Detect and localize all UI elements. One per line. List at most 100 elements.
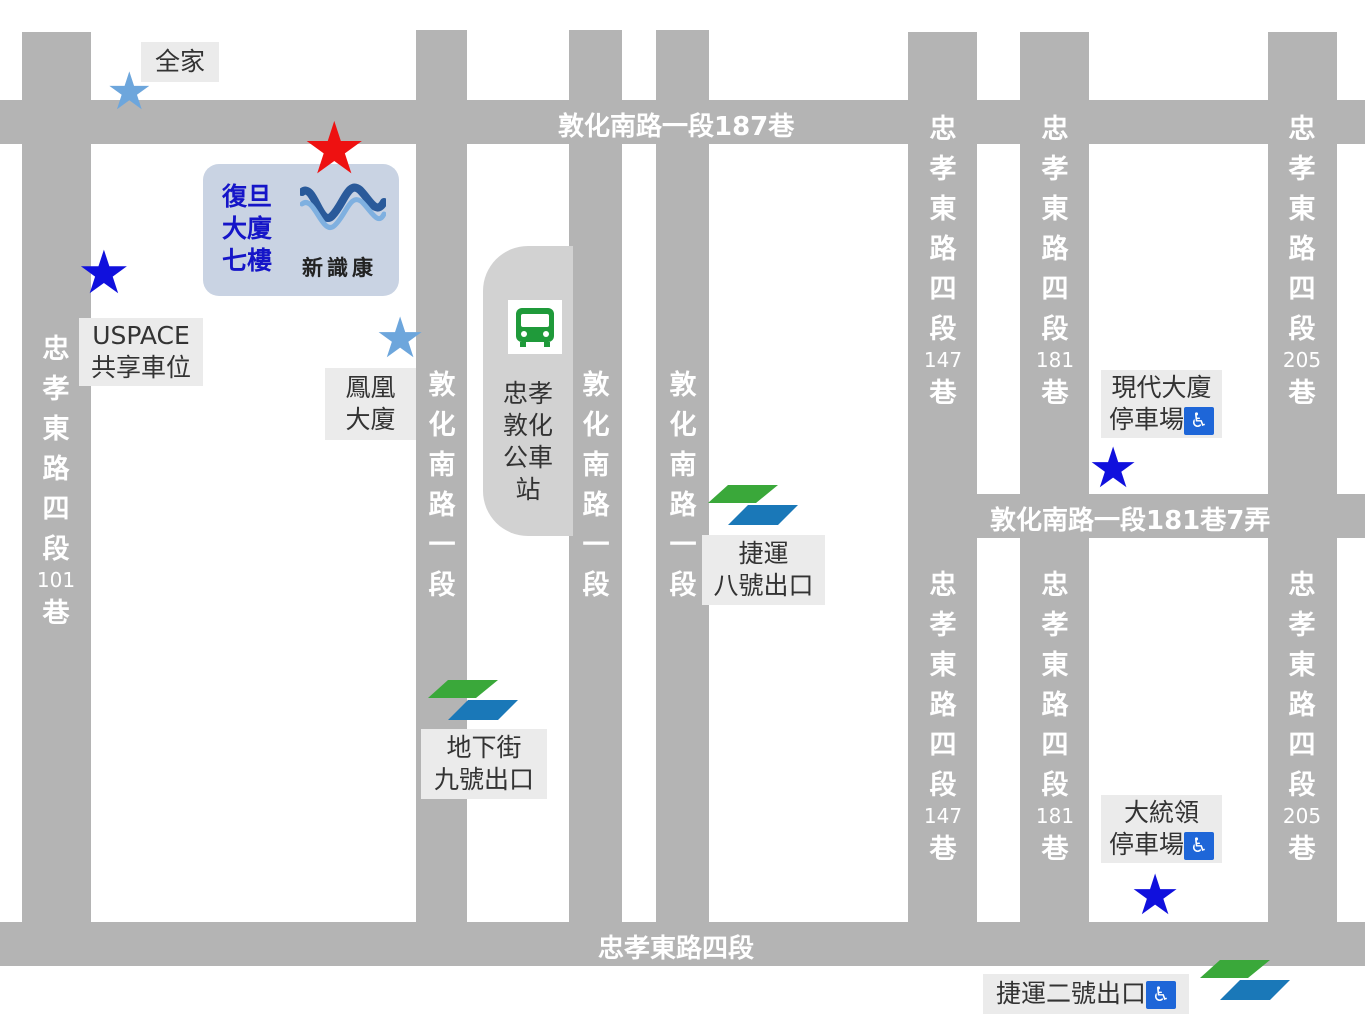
accessible-icon: ♿ (1184, 832, 1214, 860)
road-label-char: 敦 (428, 370, 456, 401)
company-name: 新識康 (302, 256, 377, 280)
lane-suffix: 巷 (929, 378, 957, 409)
road-label-char: 忠 (1041, 114, 1069, 145)
mrt-exit2-logo-icon (1200, 960, 1290, 1000)
lane-number: 101 (36, 568, 76, 592)
road-label-char: 忠 (929, 114, 957, 145)
road-label-char: 南 (669, 450, 697, 481)
bus-station-label: 忠孝 敦化 公車 站 (502, 379, 553, 504)
road-label-char: 東 (1288, 194, 1316, 225)
road-label-char: 敦 (582, 370, 610, 401)
road-label-zhongxiao-sec4: 忠孝東路四段 (598, 934, 755, 964)
road-label-char: 路 (929, 690, 957, 721)
lane-number: 205 (1282, 348, 1322, 372)
mrt-exit2-label: 捷運二號出口♿ (983, 974, 1189, 1014)
road-label-char: 一 (669, 530, 697, 561)
road-label-char: 路 (929, 234, 957, 265)
road-dunhua-2 (569, 30, 622, 966)
road-label-char: 化 (582, 410, 610, 441)
road-label-char: 段 (1041, 770, 1069, 801)
road-label-char: 路 (428, 490, 456, 521)
road-label-char: 忠 (1288, 114, 1316, 145)
lane-suffix: 巷 (1288, 834, 1316, 865)
road-label-dunhua-1: 敦化南路一段 (419, 366, 465, 606)
road-label-char: 忠 (42, 334, 70, 365)
road-label-char: 南 (582, 450, 610, 481)
lane-number: 181 (1035, 348, 1075, 372)
modern-parking-star-icon: ★ (1088, 436, 1139, 501)
company-logo-icon (300, 183, 386, 231)
road-label-char: 孝 (929, 154, 957, 185)
road-label-char: 段 (1288, 314, 1316, 345)
road-lane-181 (1020, 32, 1089, 966)
lane-suffix: 巷 (1041, 834, 1069, 865)
bus-icon (516, 308, 554, 347)
road-label-char: 化 (428, 410, 456, 441)
destination-star-icon: ★ (302, 106, 367, 190)
uspace-star-icon: ★ (77, 238, 131, 308)
road-label-char: 路 (42, 454, 70, 485)
phoenix-star-icon: ★ (375, 306, 426, 371)
road-label-char: 東 (1041, 650, 1069, 681)
lane-suffix: 巷 (929, 834, 957, 865)
road-lane-147 (908, 32, 977, 966)
destination-card (203, 164, 399, 296)
bus-station-area (483, 246, 573, 536)
road-label-char: 忠 (1288, 570, 1316, 601)
president-parking-star-icon: ★ (1130, 863, 1181, 928)
lane-number: 205 (1282, 804, 1322, 828)
underground-exit9-label: 地下街 九號出口 (421, 729, 547, 799)
road-label-char: 路 (669, 490, 697, 521)
road-label-char: 路 (1041, 234, 1069, 265)
road-label-char: 化 (669, 410, 697, 441)
road-label-char: 四 (1288, 730, 1316, 761)
familymart-label: 全家 (141, 42, 219, 82)
road-label-char: 四 (929, 274, 957, 305)
road-label-char: 路 (1288, 234, 1316, 265)
road-label-char: 南 (428, 450, 456, 481)
road-label-char: 段 (1288, 770, 1316, 801)
uspace-label: USPACE 共享車位 (79, 318, 203, 386)
road-lane-205 (1268, 32, 1337, 966)
lane-suffix: 巷 (42, 598, 70, 629)
road-label-char: 四 (1041, 274, 1069, 305)
road-dunhua-1 (416, 30, 467, 966)
road-label-char: 孝 (929, 610, 957, 641)
road-label-char: 四 (42, 494, 70, 525)
phoenix-building-label: 鳳凰 大廈 (325, 368, 416, 440)
road-label-char: 敦 (669, 370, 697, 401)
road-label-char: 東 (42, 414, 70, 445)
modern-parking-label: 現代大廈 停車場♿ (1101, 370, 1222, 438)
road-label-char: 東 (1041, 194, 1069, 225)
lane-number: 181 (1035, 804, 1075, 828)
destination-building-label: 復旦 大廈 七樓 (222, 182, 273, 275)
road-label-char: 路 (1288, 690, 1316, 721)
road-label-char: 孝 (1041, 610, 1069, 641)
road-label-char: 東 (929, 194, 957, 225)
lane-number: 147 (923, 804, 963, 828)
road-label-char: 一 (428, 530, 456, 561)
road-label-char: 路 (1041, 690, 1069, 721)
road-label-char: 段 (42, 534, 70, 565)
road-label-char: 段 (428, 570, 456, 601)
road-label-char: 段 (669, 570, 697, 601)
road-label-char: 孝 (1041, 154, 1069, 185)
mrt-exit8-label: 捷運 八號出口 (702, 535, 825, 605)
road-label-char: 忠 (1041, 570, 1069, 601)
road-label-char: 孝 (1288, 154, 1316, 185)
lane-suffix: 巷 (1288, 378, 1316, 409)
accessible-icon: ♿ (1184, 407, 1214, 435)
road-dunhua-3 (656, 30, 709, 966)
mrt-exit8-logo-icon (708, 485, 798, 525)
road-label-dunhua-181-lane-7-alley: 敦化南路一段181巷7弄 (990, 506, 1271, 536)
underground-exit9-logo-icon (428, 680, 518, 720)
road-label-char: 路 (582, 490, 610, 521)
road-label-char: 孝 (1288, 610, 1316, 641)
road-lane-101 (22, 32, 91, 966)
accessible-icon: ♿ (1146, 981, 1176, 1009)
